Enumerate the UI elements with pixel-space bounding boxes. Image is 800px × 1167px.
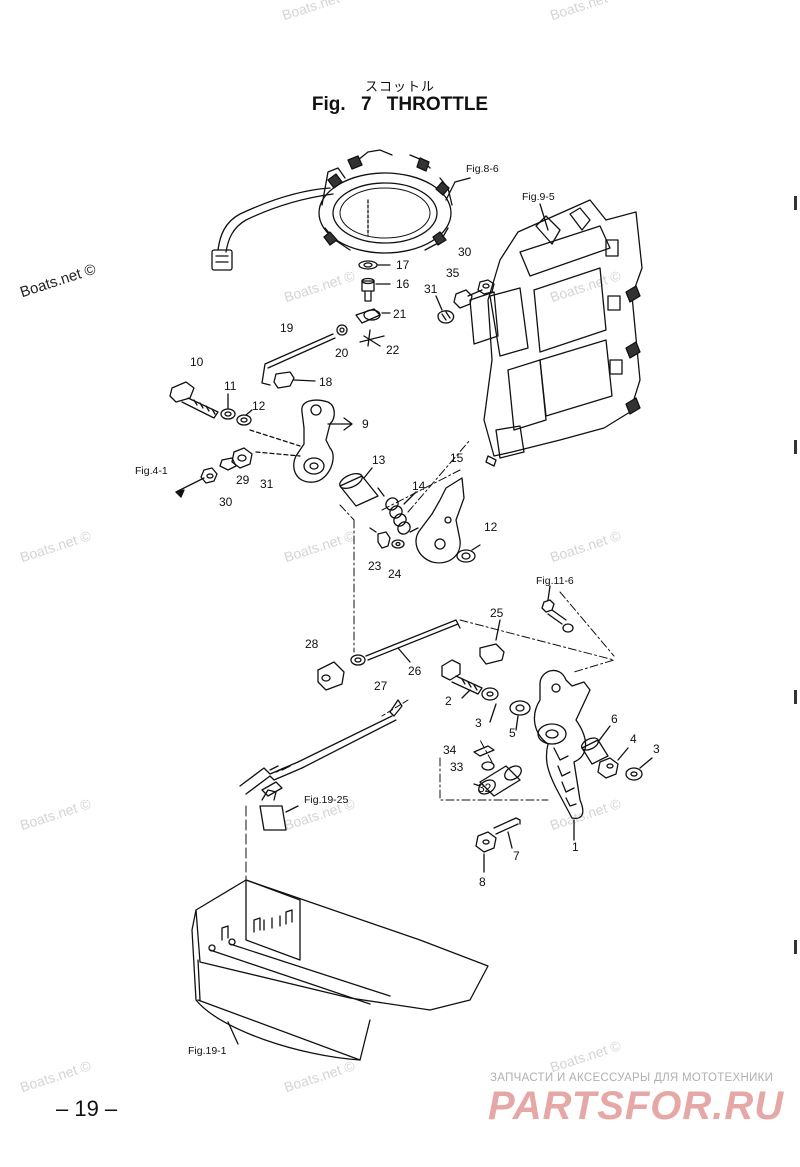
figure-reference: Fig.19-1 [188, 1045, 227, 1057]
rod-19 [261, 333, 336, 389]
part-label: 28 [305, 637, 319, 651]
part-label: 10 [190, 355, 204, 369]
parts-30-35-top [435, 279, 495, 324]
part-label: 24 [388, 567, 402, 581]
parts-16-22 [336, 260, 391, 347]
page-title: Fig. 7 THROTTLE [311, 94, 489, 115]
part-label: 8 [479, 875, 486, 889]
part-label: 3 [653, 742, 660, 756]
figure-reference: Fig.11-6 [536, 575, 574, 587]
parts-23-24 [369, 527, 405, 549]
part-label: 13 [372, 453, 386, 467]
carburetor-assembly [469, 199, 643, 467]
part-label: 12 [252, 399, 266, 413]
stator-ring [211, 149, 453, 271]
lower-cowl [191, 879, 489, 1061]
edge-mark [794, 440, 797, 454]
part-label: 15 [450, 451, 464, 465]
part-label: 32 [478, 781, 492, 795]
part-label: 30 [219, 495, 233, 509]
part-label: 33 [450, 760, 464, 774]
collar-13 [339, 467, 379, 507]
part-label: 35 [446, 266, 460, 280]
parts-32-34 [473, 745, 522, 797]
bolt-2 [441, 659, 531, 731]
figure-reference: Fig.19-25 [304, 794, 349, 806]
figure-reference: Fig.9-5 [522, 191, 555, 203]
part-label: 5 [509, 726, 516, 740]
parts-3-4-6 [580, 725, 653, 781]
part-label: 18 [319, 375, 333, 389]
bolt-fig-11-6 [541, 585, 574, 633]
part-label: 1 [572, 840, 579, 854]
part-label: 27 [374, 679, 388, 693]
part-label: 34 [443, 743, 457, 757]
part-label: 2 [445, 694, 452, 708]
part-label: 11 [224, 379, 237, 393]
figure-reference: Fig.8-6 [466, 163, 499, 175]
part-label: 25 [490, 606, 504, 620]
bolt-10 [169, 381, 301, 447]
part-label: 12 [484, 520, 498, 534]
part-label: 26 [408, 664, 422, 678]
part-label: 31 [424, 282, 438, 296]
part-label: 7 [513, 849, 520, 863]
lever-15 [415, 477, 481, 564]
title-japanese: スコットル [364, 79, 435, 94]
part-label: 29 [236, 473, 250, 487]
edge-mark [794, 690, 797, 704]
edge-mark [794, 940, 797, 954]
brand-tagline: ЗАПЧАСТИ И АКСЕССУАРЫ ДЛЯ МОТОТЕХНИКИ [490, 1072, 774, 1084]
part-label: 16 [396, 277, 410, 291]
brand-logo: PARTSFOR.RU [488, 1084, 785, 1128]
page-number: – 19 – [56, 1096, 118, 1121]
throttle-cable [239, 699, 403, 831]
part-label: 20 [335, 346, 349, 360]
lever-1 [533, 669, 591, 841]
part-label: 31 [260, 477, 274, 491]
part-label: 4 [630, 732, 637, 746]
part-label: 19 [280, 321, 294, 335]
part-label: 21 [393, 307, 407, 321]
part-label: 17 [396, 258, 410, 272]
lever-9 [293, 399, 353, 483]
bolt-7 [475, 817, 521, 873]
part-label: 9 [362, 417, 369, 431]
part-label: 3 [475, 716, 482, 730]
part-label: 23 [368, 559, 382, 573]
edge-mark [794, 196, 797, 210]
part-label: 30 [458, 245, 472, 259]
part-label: 14 [412, 479, 426, 493]
figure-reference: Fig.4-1 [135, 465, 168, 477]
part-label: 22 [386, 343, 400, 357]
parts-29-31 [175, 447, 301, 498]
rod-26 [317, 619, 505, 691]
part-label: 6 [611, 712, 618, 726]
